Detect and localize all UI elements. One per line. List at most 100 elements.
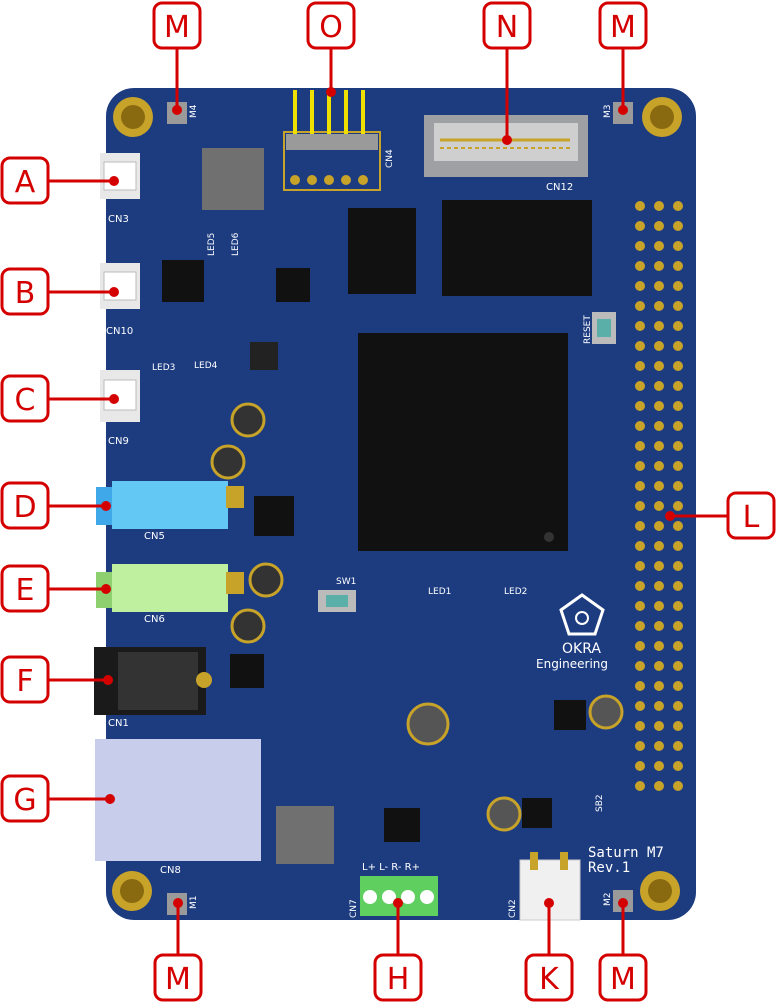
- header-pin: [673, 781, 683, 791]
- callout-leaders: [48, 48, 728, 955]
- usb-connector-b: CN10: [100, 263, 140, 337]
- label-sb2: SB2: [595, 794, 605, 812]
- header-pin: [654, 501, 664, 511]
- header-pin: [635, 741, 645, 751]
- label-m3: M3: [603, 105, 613, 119]
- audio-jack-d-blue: CN5: [96, 481, 244, 542]
- usb-connector-a: CN3: [100, 153, 140, 225]
- header-pin: [635, 781, 645, 791]
- header-pin: [654, 681, 664, 691]
- header-pin: [673, 601, 683, 611]
- label-cn2: CN2: [508, 899, 518, 918]
- label-led6: LED6: [231, 232, 241, 256]
- header-pin: [673, 701, 683, 711]
- header-pin: [654, 361, 664, 371]
- brand-okra: OKRA: [562, 641, 601, 657]
- header-pin: [654, 281, 664, 291]
- header-pin: [654, 601, 664, 611]
- header-pin: [635, 501, 645, 511]
- silkscreen-labels: M4 M3 M1 M2 LED5 LED6 LED3 LED4 LED1 LED…: [152, 104, 613, 918]
- header-pin: [635, 661, 645, 671]
- callout-m-top-right: M: [610, 10, 636, 45]
- header-pin: [673, 241, 683, 251]
- header-pin: [654, 221, 664, 231]
- callout-n: N: [496, 10, 518, 45]
- header-pin: [673, 341, 683, 351]
- header-pin: [654, 541, 664, 551]
- header-pin: [654, 301, 664, 311]
- label-m1: M1: [189, 896, 199, 910]
- header-pin: [635, 561, 645, 571]
- header-pin: [673, 441, 683, 451]
- header-pin: [673, 681, 683, 691]
- callout-f: F: [16, 664, 33, 699]
- callout-b: B: [15, 276, 36, 311]
- header-pin: [635, 261, 645, 271]
- label-m2: M2: [603, 893, 613, 907]
- header-pin: [673, 741, 683, 751]
- label-cn8: CN8: [160, 865, 181, 876]
- header-pin: [635, 421, 645, 431]
- callout-m-bottom-right: M: [610, 962, 636, 997]
- callout-m-bottom-left: M: [165, 962, 191, 997]
- header-pin: [635, 581, 645, 591]
- label-led2: LED2: [504, 587, 527, 597]
- product-line-2: Rev.1: [588, 860, 630, 876]
- header-pin: [673, 641, 683, 651]
- label-m4: M4: [189, 104, 199, 118]
- header-pin: [635, 441, 645, 451]
- label-cn7: CN7: [349, 899, 359, 918]
- pin-header-o: CN4: [283, 90, 395, 191]
- header-pin: [673, 261, 683, 271]
- header-pin: [635, 201, 645, 211]
- header-pin: [635, 681, 645, 691]
- header-pin: [654, 341, 664, 351]
- label-cn12: CN12: [546, 182, 573, 193]
- header-pin: [673, 301, 683, 311]
- label-cn1: CN1: [108, 718, 129, 729]
- header-pin: [654, 381, 664, 391]
- header-pin: [673, 401, 683, 411]
- header-pin: [673, 461, 683, 471]
- header-pin: [635, 361, 645, 371]
- label-reset: RESET: [583, 315, 593, 344]
- label-cn6: CN6: [144, 614, 165, 625]
- power-jack-f: CN1: [94, 647, 212, 729]
- header-pin: [654, 781, 664, 791]
- usb-connector-c: CN9: [100, 370, 140, 447]
- header-pin: [635, 481, 645, 491]
- header-pin: [635, 721, 645, 731]
- header-pin: [635, 641, 645, 651]
- header-pin: [654, 641, 664, 651]
- header-pin: [635, 301, 645, 311]
- product-line-1: Saturn M7: [588, 845, 664, 861]
- header-pin: [654, 621, 664, 631]
- header-pin: [673, 361, 683, 371]
- header-pin: [635, 281, 645, 291]
- header-pin: [673, 421, 683, 431]
- header-pin: [654, 521, 664, 531]
- header-pin: [654, 461, 664, 471]
- header-pin: [673, 201, 683, 211]
- header-pin: [654, 741, 664, 751]
- header-pin: [654, 561, 664, 571]
- header-pin: [635, 341, 645, 351]
- header-pin: [673, 621, 683, 631]
- header-pin: [654, 661, 664, 671]
- okra-logo: OKRA Engineering: [536, 593, 608, 671]
- capacitors: [210, 402, 624, 832]
- header-pin: [635, 621, 645, 631]
- label-cn10: CN10: [106, 326, 133, 337]
- label-led5: LED5: [207, 233, 217, 256]
- callout-g: G: [13, 783, 36, 818]
- header-pin: [673, 541, 683, 551]
- callout-a: A: [15, 165, 36, 200]
- header-pin: [654, 401, 664, 411]
- header-pin: [635, 221, 645, 231]
- header-pin: [635, 381, 645, 391]
- header-pin: [673, 501, 683, 511]
- label-cn5: CN5: [144, 531, 165, 542]
- pentagon-flower-logo-icon: [559, 593, 605, 636]
- label-sw1: SW1: [336, 577, 356, 587]
